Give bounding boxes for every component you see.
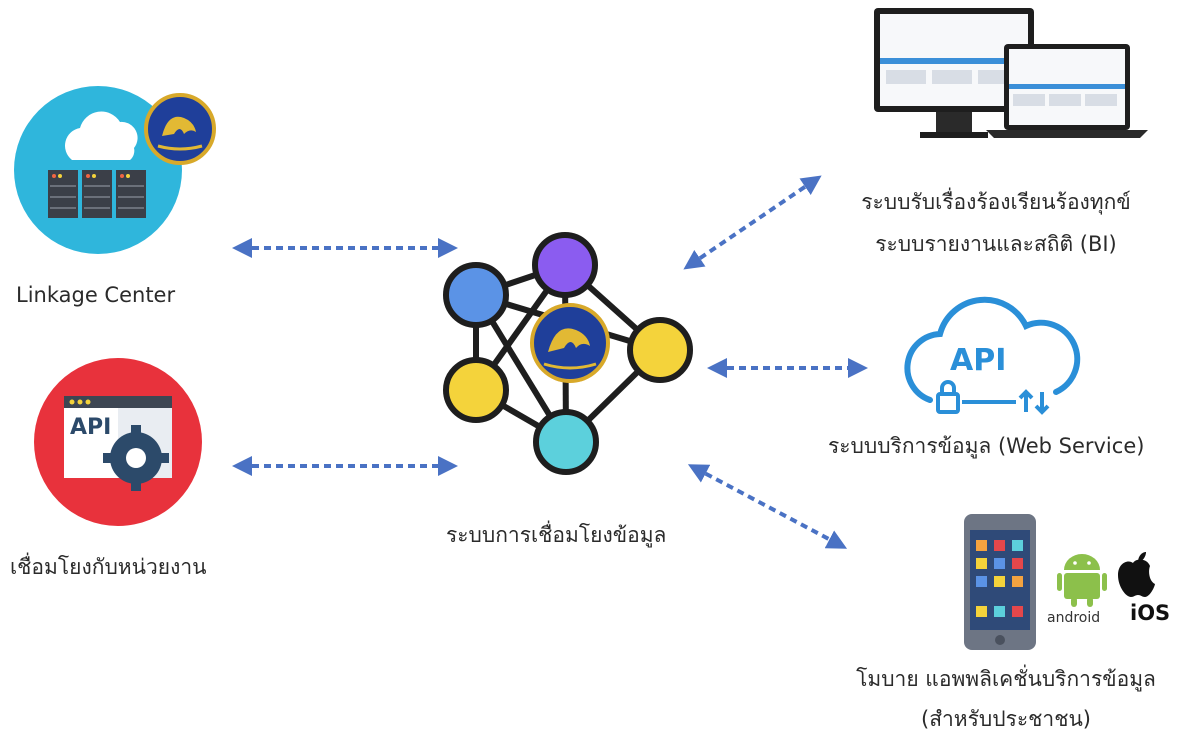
emblem-icon — [144, 93, 216, 165]
android-text: android — [1047, 610, 1100, 626]
mobile-label-line2: (สำหรับประชาชน) — [921, 707, 1091, 731]
arrow-hub-complaint — [683, 175, 822, 270]
api-gear-icon — [34, 358, 202, 526]
hub-label: ระบบการเชื่อมโยงข้อมูล — [446, 523, 667, 547]
mobile-label-line1: โมบาย แอพพลิเคชั่นบริการข้อมูล — [856, 667, 1156, 691]
arrow-hub-mobile — [687, 464, 848, 549]
complaint-label-line1: ระบบรับเรื่องร้องเรียนร้องทุกข์ — [861, 190, 1131, 214]
api-gear-text: API — [70, 415, 111, 440]
web-service-label: ระบบบริการข้อมูล (Web Service) — [828, 434, 1145, 458]
api-cloud-text: API — [950, 343, 1006, 378]
android-icon — [1057, 554, 1107, 607]
ios-text: iOS — [1130, 601, 1170, 625]
agency-link-label: เชื่อมโยงกับหน่วยงาน — [10, 555, 207, 579]
bi-label-line2: ระบบรายงานและสถิติ (BI) — [875, 232, 1117, 256]
linkage-center-label: Linkage Center — [16, 283, 176, 307]
api-cloud-icon: API — [904, 296, 1081, 415]
apple-icon — [1118, 552, 1155, 597]
cloud-server-icon — [14, 86, 182, 254]
smartphone-icon — [964, 514, 1036, 650]
desktop-laptop-icon — [874, 8, 1148, 138]
network-hub-icon — [443, 232, 693, 475]
